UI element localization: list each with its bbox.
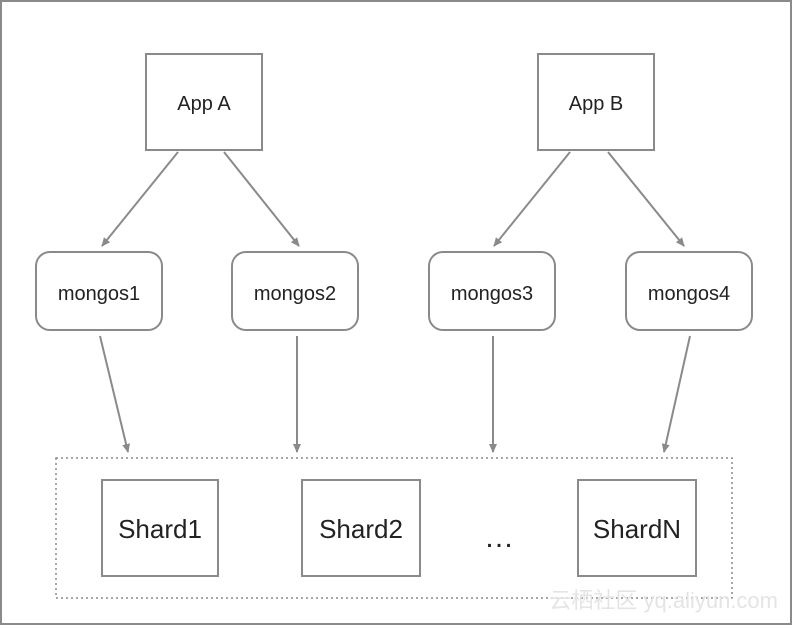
app-a-node: App A [145, 53, 263, 151]
shardn-node: ShardN [577, 479, 697, 577]
mongos3-node: mongos3 [428, 251, 556, 331]
shard-cluster-boundary [55, 457, 733, 599]
shard1-label: Shard1 [118, 514, 202, 544]
app-a-label: App A [177, 93, 231, 115]
shard2-node: Shard2 [301, 479, 421, 577]
edge-app-a-to-mongos2 [223, 151, 300, 247]
mongos1-node: mongos1 [35, 251, 163, 331]
app-b-node: App B [537, 53, 655, 151]
mongos4-label: mongos4 [648, 283, 730, 305]
app-b-label: App B [569, 93, 623, 115]
mongos2-node: mongos2 [231, 251, 359, 331]
mongos1-label: mongos1 [58, 283, 140, 305]
shardn-label: ShardN [593, 514, 681, 544]
watermark-text: 云栖社区 yq.aliyun.com [549, 588, 778, 613]
shard1-node: Shard1 [101, 479, 219, 577]
edge-app-b-to-mongos3 [493, 151, 571, 247]
ellipsis-text: … [484, 521, 514, 554]
mongos3-label: mongos3 [451, 283, 533, 305]
mongos4-node: mongos4 [625, 251, 753, 331]
edge-mongos4-to-cluster [661, 335, 691, 453]
mongos2-label: mongos2 [254, 283, 336, 305]
edge-mongos1-to-cluster [99, 335, 131, 453]
edge-app-a-to-mongos1 [101, 151, 179, 247]
edge-app-b-to-mongos4 [607, 151, 685, 247]
shard2-label: Shard2 [319, 514, 403, 544]
